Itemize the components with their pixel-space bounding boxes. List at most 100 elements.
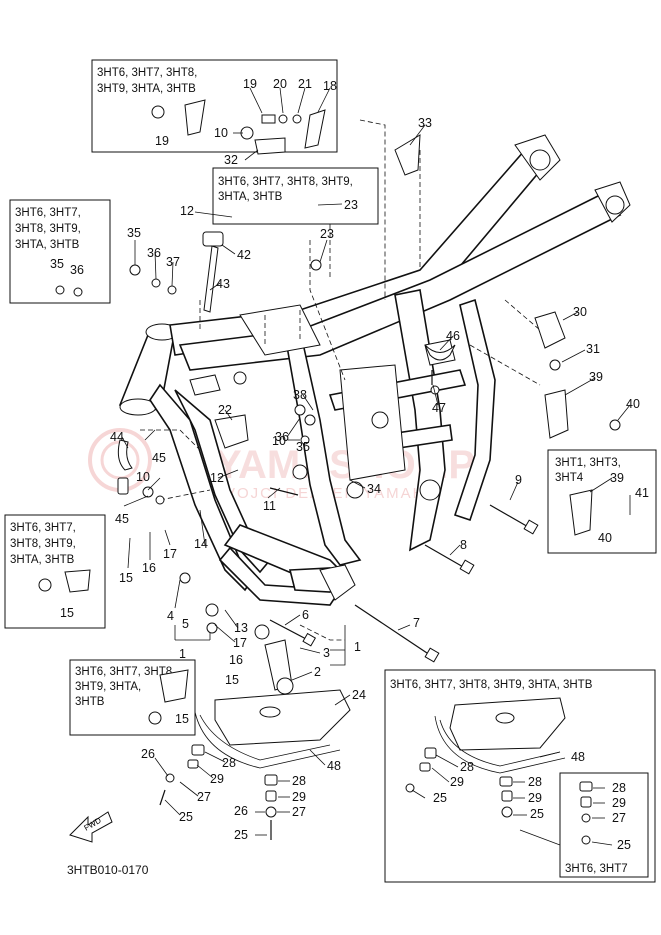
callout: 5 xyxy=(182,617,189,631)
callout: 27 xyxy=(612,811,626,825)
callout: 22 xyxy=(218,403,232,417)
skid-plate-assembly xyxy=(159,689,351,840)
callout: 40 xyxy=(598,531,612,545)
callout: 4 xyxy=(167,609,174,623)
callout: 27 xyxy=(292,805,306,819)
variant-box-bottom-right-inner-title: 3HT6, 3HT7 xyxy=(565,863,628,875)
callout: 25 xyxy=(530,807,544,821)
callout: 18 xyxy=(323,79,337,93)
callout: 36 xyxy=(275,430,289,444)
callout: 15 xyxy=(225,673,239,687)
svg-text:3HT6, 3HT7,: 3HT6, 3HT7, xyxy=(10,522,76,534)
main-frame xyxy=(118,134,631,606)
callout: 25 xyxy=(617,838,631,852)
callout-labels: 19 20 21 18 19 10 32 33 23 23 12 42 43 3… xyxy=(50,77,649,852)
box-bottom-right xyxy=(384,669,656,883)
callout: 39 xyxy=(610,471,624,485)
callout: 19 xyxy=(243,77,257,91)
callout: 15 xyxy=(175,712,189,726)
callout: 28 xyxy=(292,774,306,788)
callout: 37 xyxy=(166,255,180,269)
svg-text:3HT9, 3HTA,: 3HT9, 3HTA, xyxy=(75,681,141,693)
callout: 8 xyxy=(460,538,467,552)
callout: 15 xyxy=(60,606,74,620)
callout: 26 xyxy=(234,804,248,818)
callout: 1 xyxy=(179,647,186,661)
callout: 26 xyxy=(141,747,155,761)
callout: 16 xyxy=(142,561,156,575)
svg-text:3HT1, 3HT3,: 3HT1, 3HT3, xyxy=(555,457,621,469)
svg-text:3HT6, 3HT7, 3HT8, 3HT9,: 3HT6, 3HT7, 3HT8, 3HT9, xyxy=(218,176,353,188)
callout: 48 xyxy=(571,750,585,764)
callout: 25 xyxy=(433,791,447,805)
callout: 45 xyxy=(115,512,129,526)
svg-text:3HT6, 3HT7,: 3HT6, 3HT7, xyxy=(15,207,81,219)
callout: 43 xyxy=(216,277,230,291)
svg-text:3HT8, 3HT9,: 3HT8, 3HT9, xyxy=(15,223,81,235)
svg-text:3HT8, 3HT9,: 3HT8, 3HT9, xyxy=(10,538,76,550)
callout: 39 xyxy=(589,370,603,384)
callout: 14 xyxy=(194,537,208,551)
callout: 23 xyxy=(344,198,358,212)
callout: 29 xyxy=(210,772,224,786)
callout: 36 xyxy=(70,263,84,277)
reference-lines xyxy=(140,119,541,666)
callout: 34 xyxy=(367,482,381,496)
callout: 25 xyxy=(234,828,248,842)
callout: 28 xyxy=(460,760,474,774)
callout: 35 xyxy=(296,440,310,454)
variant-box-left-low: 3HT6, 3HT7, 3HT8, 3HT9, 3HTA, 3HTB xyxy=(69,659,196,736)
variant-box-top: 3HT6, 3HT7, 3HT8, 3HT9, 3HTA, 3HTB xyxy=(91,59,338,155)
callout: 47 xyxy=(432,401,446,415)
svg-text:3HTA, 3HTB: 3HTA, 3HTB xyxy=(10,554,75,566)
callout: 28 xyxy=(612,781,626,795)
callout: 25 xyxy=(179,810,193,824)
svg-text:3HT6, 3HT7, 3HT8,: 3HT6, 3HT7, 3HT8, xyxy=(75,666,175,678)
callout: 20 xyxy=(273,77,287,91)
callout: 16 xyxy=(229,653,243,667)
callout: 35 xyxy=(50,257,64,271)
callout: 1 xyxy=(354,640,361,654)
callout: 30 xyxy=(573,305,587,319)
callout: 28 xyxy=(528,775,542,789)
svg-text:3HTA, 3HTB: 3HTA, 3HTB xyxy=(218,191,283,203)
callout: 10 xyxy=(214,126,228,140)
callout: 23 xyxy=(320,227,334,241)
callout: 9 xyxy=(515,473,522,487)
svg-text:3HTA, 3HTB: 3HTA, 3HTB xyxy=(15,239,80,251)
callout: 29 xyxy=(528,791,542,805)
svg-text:3HT9, 3HTA, 3HTB: 3HT9, 3HTA, 3HTB xyxy=(97,83,196,95)
callout: 13 xyxy=(234,621,248,635)
callout: 36 xyxy=(147,246,161,260)
variant-box-left-mid: 3HT6, 3HT7, 3HT8, 3HT9, 3HTA, 3HTB xyxy=(4,514,106,629)
callout: 33 xyxy=(418,116,432,130)
svg-text:3HT6, 3HT7, 3HT8,: 3HT6, 3HT7, 3HT8, xyxy=(97,67,197,79)
callout: 41 xyxy=(635,486,649,500)
callout: 17 xyxy=(233,636,247,650)
callout: 17 xyxy=(163,547,177,561)
callout: 29 xyxy=(450,775,464,789)
callout: 15 xyxy=(119,571,133,585)
callout: 24 xyxy=(352,688,366,702)
diagram-code: 3HTB010-0170 xyxy=(67,863,149,877)
callout: 40 xyxy=(626,397,640,411)
callout: 45 xyxy=(152,451,166,465)
callout: 10 xyxy=(136,470,150,484)
fwd-arrow-icon: FWD xyxy=(69,811,113,843)
callout: 32 xyxy=(224,153,238,167)
callout: 6 xyxy=(302,608,309,622)
callout: 38 xyxy=(293,388,307,402)
leader-lines xyxy=(121,87,631,846)
variant-box-left-top: 3HT6, 3HT7, 3HT8, 3HT9, 3HTA, 3HTB xyxy=(9,199,111,304)
callout: 42 xyxy=(237,248,251,262)
svg-text:3HT4: 3HT4 xyxy=(555,472,584,484)
variant-box-right-small: 3HT1, 3HT3, 3HT4 xyxy=(547,449,657,554)
callout: 10 xyxy=(272,434,286,448)
callout: 29 xyxy=(292,790,306,804)
callout: 29 xyxy=(612,796,626,810)
callout: 46 xyxy=(446,329,460,343)
callout: 12 xyxy=(210,471,224,485)
callout: 3 xyxy=(323,646,330,660)
callout: 31 xyxy=(586,342,600,356)
